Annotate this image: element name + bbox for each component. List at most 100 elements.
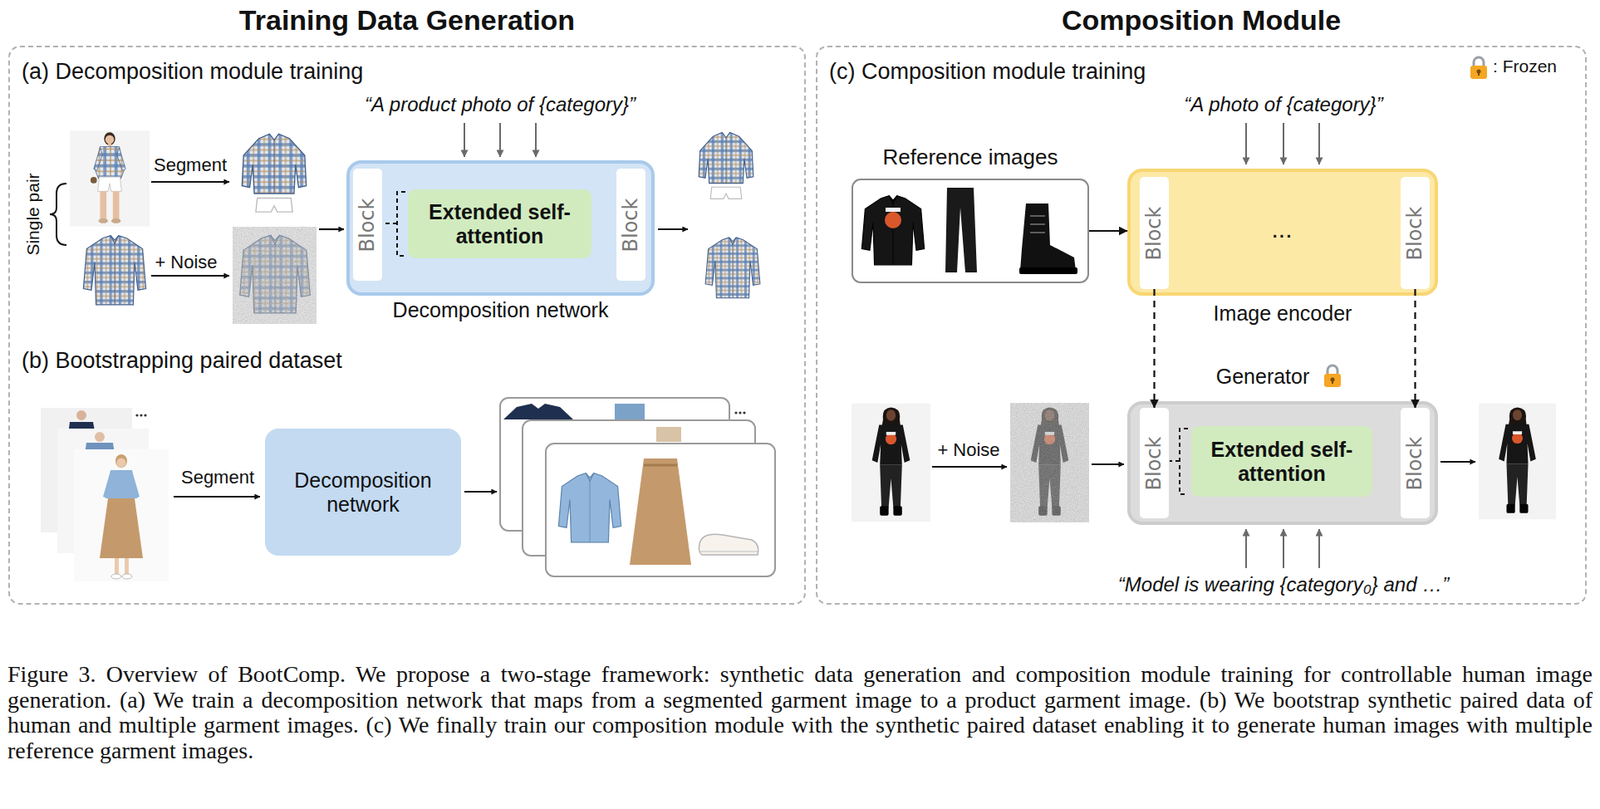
encoder-box-fill xyxy=(1128,170,1437,295)
flow-arrow xyxy=(151,181,230,183)
output-garment xyxy=(698,132,761,299)
model-photo xyxy=(851,403,931,523)
box-caption: Image encoder xyxy=(1127,301,1439,326)
prompt-arrows xyxy=(1245,529,1247,569)
step-heading: (c) Composition module training xyxy=(829,58,1146,85)
block-label: Block xyxy=(1143,206,1167,261)
prompt-arrows xyxy=(534,122,537,158)
noisy-model-photo xyxy=(1010,402,1090,523)
figure-caption: Figure 3. Overview of BootComp. We propo… xyxy=(7,662,1593,765)
dashed-panel: Reference imagesBlockBlockImage encoderB… xyxy=(815,45,1587,605)
flow-arrow xyxy=(464,490,497,493)
reference-garments xyxy=(1030,215,1046,233)
flow-arrow xyxy=(151,181,688,276)
reference-garments xyxy=(1019,267,1078,275)
model-photo-stack xyxy=(122,574,133,580)
prompt-text: “A product photo of {category}” xyxy=(364,93,636,117)
model-photo-stack xyxy=(143,413,147,417)
prompt-arrows xyxy=(1246,122,1320,569)
flow-arrow xyxy=(1091,463,1124,466)
garment-card-stack xyxy=(734,411,737,414)
noisy-garment xyxy=(232,226,317,324)
legend-entry: : Frozen xyxy=(1492,55,1557,77)
model-photo-stack xyxy=(114,558,119,575)
flow-arrow xyxy=(151,274,230,277)
flow-arrow xyxy=(932,466,1007,468)
garment-card-stack xyxy=(500,397,776,577)
pair-brace xyxy=(49,183,67,246)
prompt-arrows xyxy=(463,122,466,158)
reference-garments xyxy=(861,187,1078,275)
model-photo-stack xyxy=(115,454,128,468)
block-label: Block xyxy=(1403,436,1428,491)
reference-box-fill xyxy=(852,179,1089,283)
attention-bracket xyxy=(385,191,406,256)
arrow-label: Segment xyxy=(153,154,227,176)
flow-arrow xyxy=(657,228,688,231)
reference-garments xyxy=(1020,203,1076,271)
section-heading: Training Data Generation xyxy=(9,4,805,37)
noisy-garment xyxy=(232,226,317,324)
model-photo xyxy=(851,403,931,523)
box-caption: Decomposition network xyxy=(346,298,655,323)
model-photo-stack xyxy=(128,471,140,499)
model-photo-stack xyxy=(99,498,143,559)
block-label: Block xyxy=(1403,206,1428,261)
box-label: Extended self-attention xyxy=(1197,437,1366,486)
garment-card-stack xyxy=(614,403,645,421)
prompt-arrows xyxy=(464,122,536,158)
prompt-arrows xyxy=(1282,122,1285,165)
prompt-arrows xyxy=(1318,529,1321,569)
generator-box-fill xyxy=(1128,402,1437,524)
reference-garments xyxy=(861,196,924,266)
prompt-arrows xyxy=(1282,529,1285,569)
reference-garments xyxy=(885,207,901,212)
model-photo-stack xyxy=(135,413,138,417)
attention-box: Extended self-attention xyxy=(407,189,592,259)
step-heading: (b) Bootstrapping paired dataset xyxy=(21,348,343,374)
box-caption: Generator xyxy=(1107,364,1419,389)
output-garment xyxy=(705,237,761,299)
network-box: BlockExtended self-attentionBlockDecompo… xyxy=(346,160,655,296)
model-photo-stack xyxy=(94,431,105,442)
garment-card-stack xyxy=(656,426,682,442)
flow-arrow xyxy=(173,495,261,498)
block-label: Block xyxy=(1143,436,1167,491)
model-photo xyxy=(69,130,150,226)
model-photo-stack xyxy=(76,410,87,421)
block-box: Block xyxy=(1400,176,1430,290)
segmented-garment xyxy=(241,133,306,212)
network-box-fill xyxy=(348,161,653,295)
block-label: Block xyxy=(356,197,380,252)
frozen-lock-icon xyxy=(1324,365,1341,388)
legend-text: : Frozen xyxy=(1492,56,1557,76)
block-box: Block xyxy=(616,168,646,281)
model-photo-stack xyxy=(117,458,127,468)
block-box: Block xyxy=(353,168,383,281)
prompt-arrows xyxy=(1245,122,1247,165)
dashed-panel: Block Extended self-attention BlockDecompo… xyxy=(8,45,806,605)
attention-bracket xyxy=(1169,428,1188,495)
arrow-label: Segment xyxy=(181,466,255,488)
connector-arrow xyxy=(1153,289,1155,408)
reference-garments xyxy=(884,211,902,229)
garment-photo xyxy=(83,235,146,305)
prompt-text: “Model is wearing {category₀} and …” xyxy=(1118,573,1449,597)
garment-card-stack xyxy=(643,464,678,467)
reference-box: Reference images xyxy=(851,178,1090,284)
frozen-lock-icon xyxy=(1470,57,1488,79)
prompt-arrows xyxy=(499,122,501,158)
model-photo-stack xyxy=(73,449,169,582)
prompt-text: “A photo of {category}” xyxy=(1183,93,1383,117)
garment-card-stack xyxy=(738,411,742,414)
section-heading: Composition Module xyxy=(817,4,1586,37)
prompt-arrows xyxy=(1318,122,1321,165)
generated-photo xyxy=(1478,403,1556,521)
step-heading: (a) Decomposition module training xyxy=(21,58,364,85)
brace-label: Single pair xyxy=(23,172,44,256)
box-label: Decomposition network xyxy=(271,468,455,517)
garment-card-stack xyxy=(558,473,621,543)
arrow-label: + Noise xyxy=(937,439,1000,461)
model-photo-stack xyxy=(111,574,122,580)
output-garment xyxy=(698,132,754,200)
